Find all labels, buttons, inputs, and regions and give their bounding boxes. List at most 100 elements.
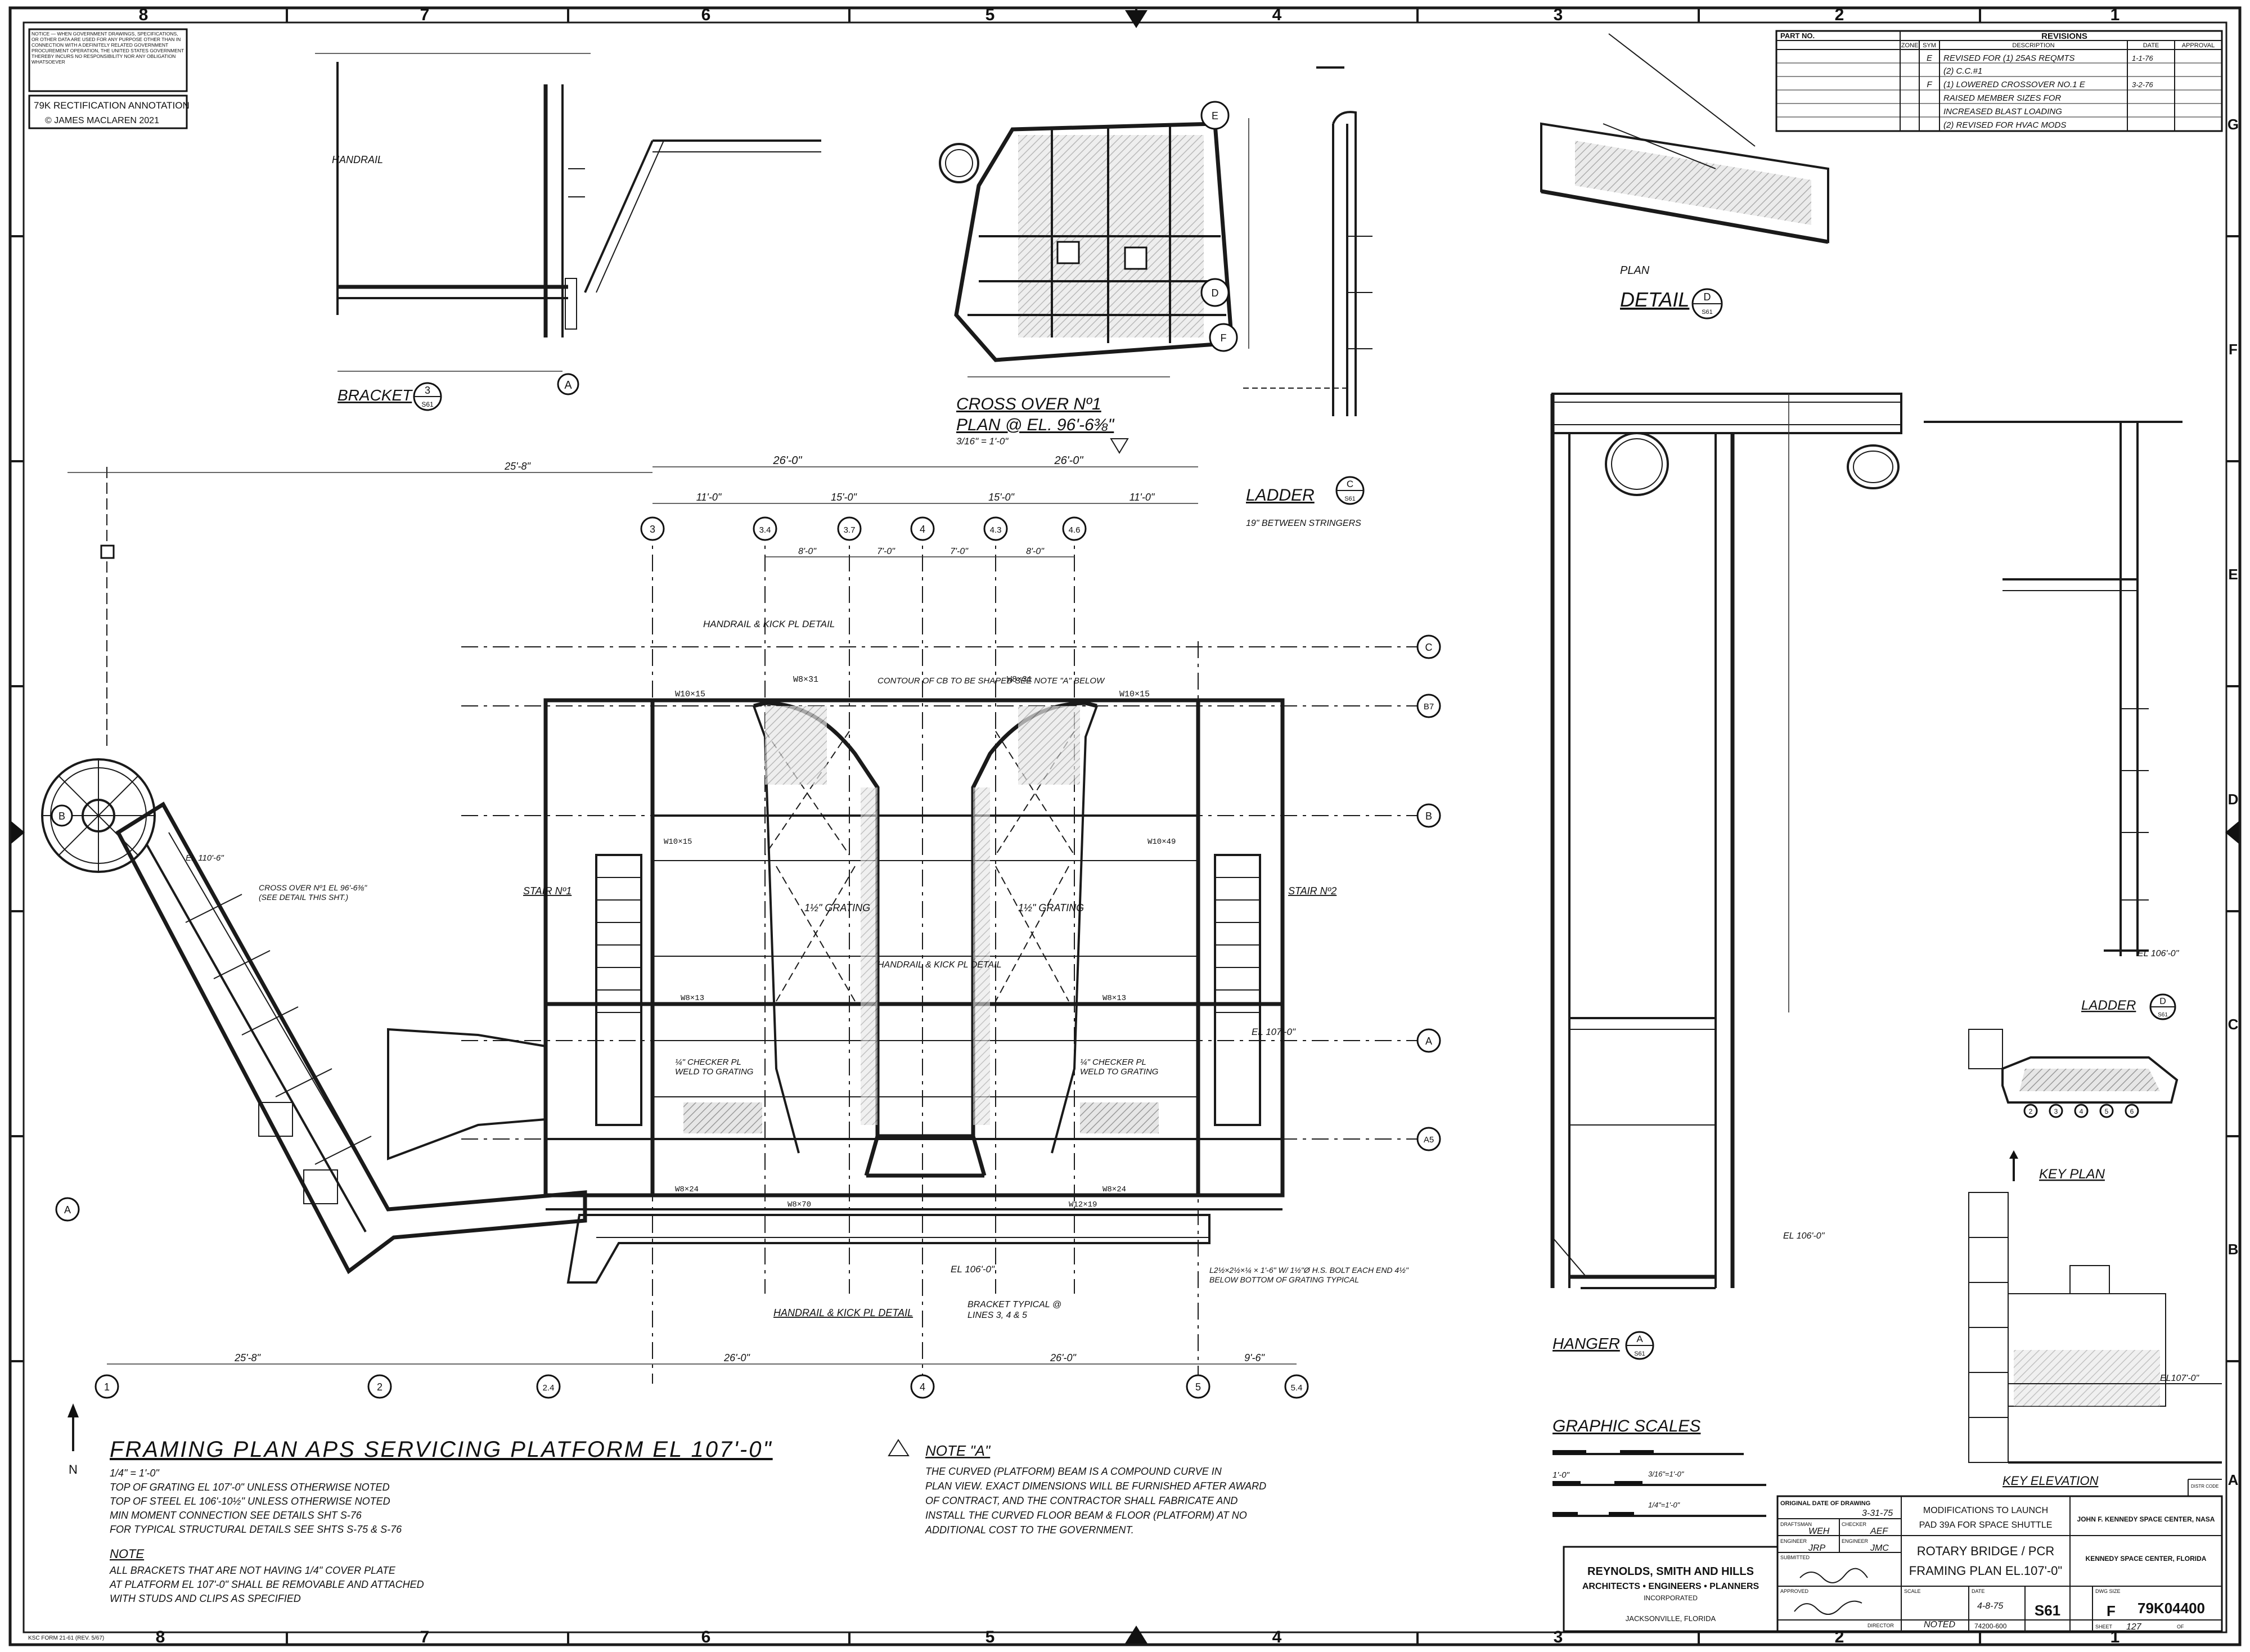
ladder-d-letter: D	[2159, 997, 2166, 1006]
ladder-c-title: LADDER	[1246, 486, 1315, 505]
project-line-2: PAD 39A FOR SPACE SHUTTLE	[1919, 1520, 2053, 1530]
grid-bubble-top-3-7	[837, 516, 862, 541]
svg-text:B: B	[58, 811, 65, 822]
draftsman-value: WEH	[1808, 1527, 1830, 1536]
beam-label-4: W10×15	[1119, 690, 1150, 699]
rev-row-1-date: 1-1-76	[2132, 54, 2153, 62]
zone-bottom-5: 5	[986, 1628, 995, 1646]
note-a-line-2: PLAN VIEW. EXACT DIMENSIONS WILL BE FURN…	[925, 1480, 1266, 1492]
grid-label-top-4-6: 4.6	[1069, 525, 1081, 535]
rev-row-3-date: 3-2-76	[2132, 80, 2153, 89]
center-mark-left-icon	[11, 821, 25, 844]
beam-label-9: W8×70	[788, 1200, 811, 1209]
zone-bottom-4: 4	[1272, 1628, 1282, 1646]
center-line-1: JOHN F. KENNEDY SPACE CENTER, NASA	[2077, 1515, 2215, 1523]
hanger-title: HANGER	[1552, 1335, 1620, 1352]
grating-label-b: 1½" GRATING	[1018, 902, 1084, 913]
beam-label-2: W8×31	[793, 675, 818, 685]
sheet-label: SHEET	[2095, 1624, 2113, 1630]
main-note-1: TOP OF GRATING EL 107'-0" UNLESS OTHERWI…	[110, 1482, 390, 1493]
rectification-annotation: 79K RECTIFICATION ANNOTATION © JAMES MAC…	[28, 94, 190, 129]
zone-top-6: 6	[701, 6, 711, 24]
grid-bubble-right-c	[1416, 634, 1441, 659]
grid-bubble-right-b7	[1416, 694, 1441, 718]
detail-d-plan-label: PLAN	[1620, 264, 1650, 277]
bracket-detail-sheet: S61	[421, 400, 434, 408]
zone-right-b: B	[2228, 1241, 2239, 1258]
note-a-line-1: THE CURVED (PLATFORM) BEAM IS A COMPOUND…	[925, 1466, 1222, 1477]
cross-over-subtitle: PLAN @ EL. 96'-6⅜"	[956, 416, 1115, 434]
el107-label: EL 107'-0"	[1252, 1027, 1296, 1037]
grid-bubble-bottom-5	[1186, 1374, 1210, 1399]
rev-row-1-desc: REVISED FOR (1) 25AS REQMTS	[1943, 53, 2074, 63]
svg-text:F: F	[1221, 332, 1227, 344]
note-a-line-4: INSTALL THE CURVED FLOOR BEAM & FLOOR (P…	[925, 1510, 1247, 1521]
main-note-line-2: AT PLATFORM EL 107'-0" SHALL BE REMOVABL…	[109, 1579, 424, 1590]
center-mark-top-icon	[1125, 10, 1148, 28]
approved-label: APPROVED	[1780, 1588, 1809, 1594]
grid-label-right-b7: B7	[1424, 702, 1434, 712]
handrail-label-a: HANDRAIL & KICK PL DETAIL	[703, 619, 835, 629]
zone-labels-top: 8 7 6 5 4 3 2 1	[139, 6, 2120, 24]
main-note-label: NOTE	[110, 1547, 144, 1561]
grid-bubble-right-b	[1416, 803, 1441, 828]
ladder-d-detail: LADDER D S61 EL 106'-0"	[1924, 421, 2182, 1020]
title-block: REYNOLDS, SMITH AND HILLS ARCHITECTS • E…	[1563, 1479, 2223, 1632]
rev-row-5-desc: INCREASED BLAST LOADING	[1943, 107, 2062, 116]
bracket-typical-label: BRACKET TYPICAL @ LINES 3, 4 & 5	[968, 1300, 1062, 1320]
dim-bottom-c: 26'-0"	[1050, 1352, 1077, 1363]
zone-labels-bottom: 8 7 6 5 4 3 2 1	[156, 1628, 2120, 1646]
dim-top-i: 7'-0"	[950, 547, 969, 556]
engineer2-value: JMC	[1870, 1543, 1889, 1553]
annotation-line-2: © JAMES MACLAREN 2021	[45, 116, 159, 125]
contour-label: CONTOUR OF CB TO BE SHAPED SEE NOTE "A" …	[878, 676, 1105, 686]
zone-right-f: F	[2229, 341, 2238, 358]
beam-label-10: W12×19	[1069, 1200, 1097, 1209]
center-mark-bottom-icon	[1125, 1626, 1148, 1644]
grid-label-bottom-1: 1	[104, 1381, 110, 1393]
main-note-line-1: ALL BRACKETS THAT ARE NOT HAVING 1/4" CO…	[109, 1565, 396, 1576]
grid-bubble-top-4	[910, 516, 935, 541]
engineer2-label: ENGINEER	[1842, 1538, 1869, 1544]
main-note-4: FOR TYPICAL STRUCTURAL DETAILS SEE SHTS …	[110, 1524, 402, 1535]
draftsman-label: DRAFTSMAN	[1780, 1522, 1812, 1527]
zone-right-e: E	[2228, 566, 2238, 583]
hanger-sheet: S61	[1634, 1351, 1645, 1357]
grating-label-a: 1½" GRATING	[804, 902, 870, 913]
grid-label-top-4: 4	[920, 524, 925, 535]
orig-date-value: 3-31-75	[1862, 1509, 1893, 1518]
zone-bottom-1: 1	[2110, 1628, 2120, 1646]
engineer-label: ENGINEER	[1780, 1538, 1807, 1544]
dim-bottom-b: 26'-0"	[723, 1352, 750, 1363]
main-note-2: TOP OF STEEL EL 106'-10½" UNLESS OTHERWI…	[110, 1496, 390, 1507]
dim-top-a: 26'-0"	[773, 454, 803, 467]
contract-number: 74200-600	[1974, 1622, 2007, 1630]
grid-label-top-3: 3	[650, 524, 655, 535]
zone-bottom-8: 8	[156, 1628, 165, 1646]
svg-text:D: D	[1212, 287, 1219, 299]
zone-right-a: A	[2228, 1471, 2239, 1488]
detail-d-sheet: S61	[1702, 309, 1713, 316]
dim-top-f: 11'-0"	[1130, 492, 1155, 503]
main-plan-scale: 1/4" = 1'-0"	[110, 1468, 160, 1479]
main-plan-title: FRAMING PLAN APS SERVICING PLATFORM EL 1…	[110, 1437, 773, 1462]
graphic-scales: GRAPHIC SCALES 1'-0" 3/16"=1'-0" 1/4"=1'…	[1552, 1417, 1766, 1517]
engineer-value: JRP	[1808, 1543, 1826, 1553]
grid-bubble-bottom-1	[94, 1374, 119, 1399]
key-plan-title: KEY PLAN	[2039, 1167, 2105, 1182]
sheet-title-2: FRAMING PLAN EL.107'-0"	[1909, 1564, 2062, 1578]
notice-block: NOTICE — WHEN GOVERNMENT DRAWINGS, SPECI…	[28, 28, 188, 92]
checker-label-b: ¼" CHECKER PL WELD TO GRATING	[1080, 1057, 1159, 1077]
hanger-detail: HANGER A S61 EL 106'-0"	[1550, 393, 1902, 1360]
handrail-label-c: HANDRAIL & KICK PL DETAIL	[773, 1307, 913, 1318]
rev-row-6-desc: (2) REVISED FOR HVAC MODS	[1943, 120, 2066, 130]
ladder-d-sheet: S61	[2158, 1012, 2168, 1018]
director-label: DIRECTOR	[1868, 1623, 1894, 1628]
distr-code-label: DISTR CODE	[2191, 1484, 2218, 1489]
stair-2-label: STAIR Nº2	[1288, 885, 1336, 897]
zone-labels-right: G F E D C B A	[2228, 116, 2239, 1488]
bolt-note: L2½×2½×¼ × 1'-6" W/ 1½"Ø H.S. BOLT EACH …	[1209, 1266, 1408, 1284]
beam-label-11: W10×15	[664, 838, 692, 847]
date-label: DATE	[1972, 1588, 1984, 1594]
detail-d: PLAN DETAIL D S61	[1540, 33, 1829, 319]
